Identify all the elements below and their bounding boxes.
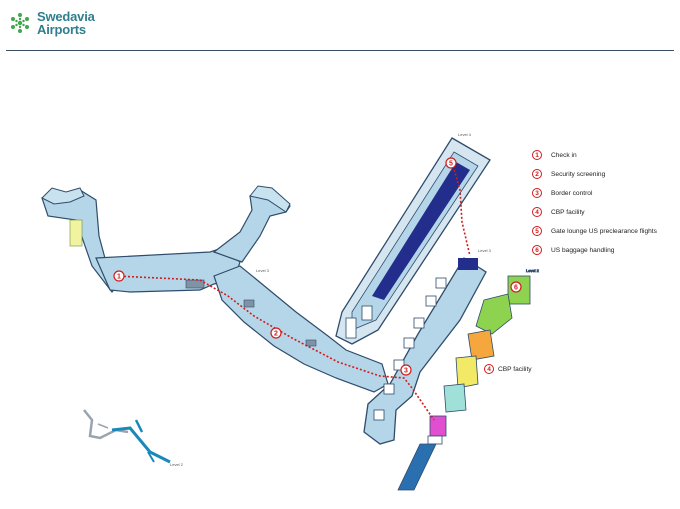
legend-label: CBP facility: [551, 208, 585, 216]
route-marker-1: 1: [113, 270, 125, 282]
pier-4-dark-track: [372, 162, 470, 300]
legend-item-cbp: 4 CBP facility: [532, 205, 585, 219]
cbp-teal-zone: [443, 383, 467, 413]
west-pier-head: [41, 187, 85, 205]
terminal-map: Level 4 Level 3 Level 3 Level 2: [41, 132, 540, 491]
passenger-route: [115, 275, 435, 421]
page-header: Swedavia Airports: [0, 0, 680, 52]
passenger-route-pier: [451, 161, 471, 257]
legend-number: 2: [532, 169, 542, 179]
gate-lounge-white: [427, 435, 443, 445]
legend-number: 3: [532, 188, 542, 198]
cbp-facility-callout: 4 CBP facility: [484, 364, 532, 374]
level-label-2: Level 2: [526, 268, 540, 273]
logo-wordmark: Swedavia Airports: [37, 10, 95, 36]
logo-line-2: Airports: [37, 22, 86, 37]
orientation-minimap: Level 2: [83, 409, 184, 467]
route-marker-6: 6: [510, 281, 522, 293]
remote-gate-bar: [397, 443, 437, 491]
svg-text:6: 6: [514, 285, 518, 292]
route-marker-2: 2: [270, 327, 282, 339]
service-block-2: [243, 299, 255, 308]
service-block-1: [185, 279, 205, 289]
snowflake-logo-icon: [11, 13, 29, 33]
pier-3-dark-block: [458, 258, 478, 270]
legend-number: 6: [532, 245, 542, 255]
route-marker-5: 5: [445, 157, 457, 169]
cbp-orange-zone: [467, 329, 495, 361]
legend-label: Security screening: [551, 170, 606, 178]
pier-4-bridge-1: [345, 317, 357, 339]
west-checkin-zone: [69, 219, 83, 247]
swedavia-logo[interactable]: Swedavia Airports: [8, 10, 95, 36]
gate-lounge-magenta: [429, 415, 447, 437]
level-label-3-east: Level 3: [478, 248, 492, 253]
pier-level-4: Level 4: [335, 132, 491, 345]
cbp-facility-blocks: Level 2: [397, 268, 540, 491]
legend-item-gate-lounge: 5 Gate lounge US preclearance flights: [532, 224, 657, 238]
service-block-3: [305, 339, 317, 347]
cbp-callout-label: CBP facility: [498, 365, 532, 373]
legend-label: Check in: [551, 151, 577, 159]
legend-number: 1: [532, 150, 542, 160]
svg-text:5: 5: [449, 161, 453, 168]
route-marker-3: 3: [400, 364, 412, 376]
svg-text:1: 1: [117, 274, 121, 281]
level-label-2-minimap: Level 2: [170, 462, 184, 467]
svg-text:3: 3: [404, 368, 408, 375]
west-terminal: [41, 185, 389, 393]
cbp-callout-number: 4: [484, 364, 494, 374]
legend-number: 5: [532, 226, 542, 236]
legend-item-check-in: 1 Check in: [532, 148, 577, 162]
svg-text:2: 2: [274, 331, 278, 338]
level-label-3-west: Level 3: [256, 268, 270, 273]
legend-label: Border control: [551, 189, 593, 197]
logo-line-1: Swedavia: [37, 9, 95, 24]
north-pier-head: [249, 185, 291, 213]
level-label-4: Level 4: [458, 132, 472, 137]
legend-number: 4: [532, 207, 542, 217]
pier-4-bridge-2: [361, 305, 373, 321]
legend-item-baggage: 6 US baggage handling: [532, 243, 614, 257]
header-divider: [6, 50, 674, 51]
legend-label: Gate lounge US preclearance flights: [551, 227, 657, 235]
legend-item-security: 2 Security screening: [532, 167, 605, 181]
cbp-green-zone: [475, 293, 513, 335]
legend-label: US baggage handling: [551, 246, 615, 254]
legend-item-border-control: 3 Border control: [532, 186, 592, 200]
cbp-yellow-zone: [455, 355, 479, 389]
